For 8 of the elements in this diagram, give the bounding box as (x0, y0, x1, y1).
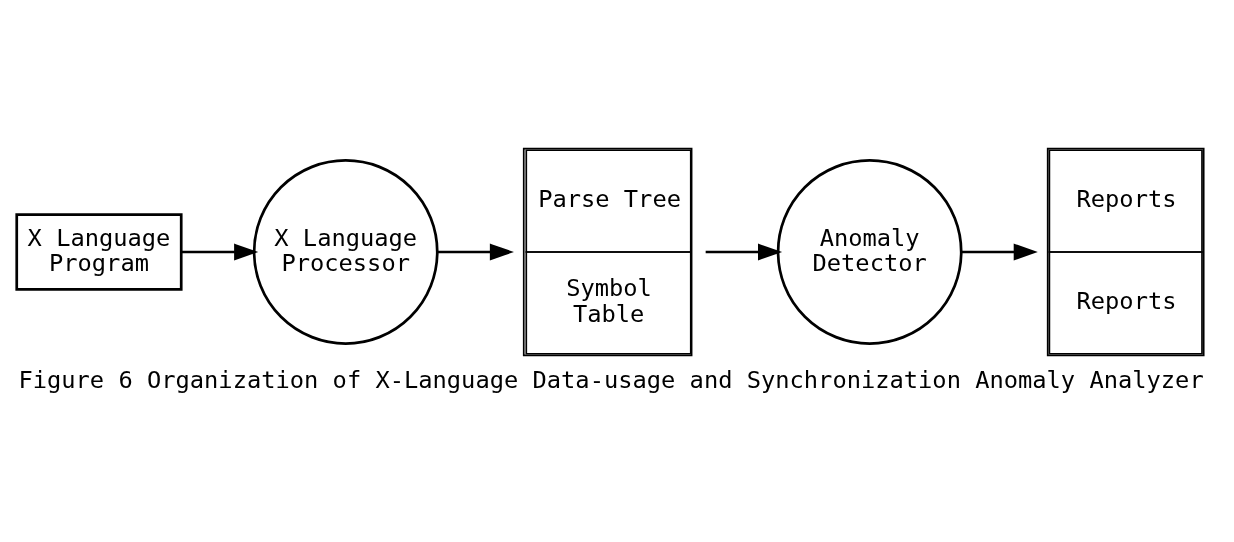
caption: Figure 6 Organization of X-Language Data-usage and Synchronization Anomaly Analyzer (18, 365, 1204, 394)
arrow (437, 243, 514, 260)
arrow (961, 243, 1038, 260)
arrow (181, 243, 259, 260)
arrow (705, 243, 783, 260)
node-box: X Language Program (15, 212, 183, 291)
node-circle: Anomaly Detector (776, 158, 963, 345)
node-circle: X Language Processor (252, 158, 439, 345)
